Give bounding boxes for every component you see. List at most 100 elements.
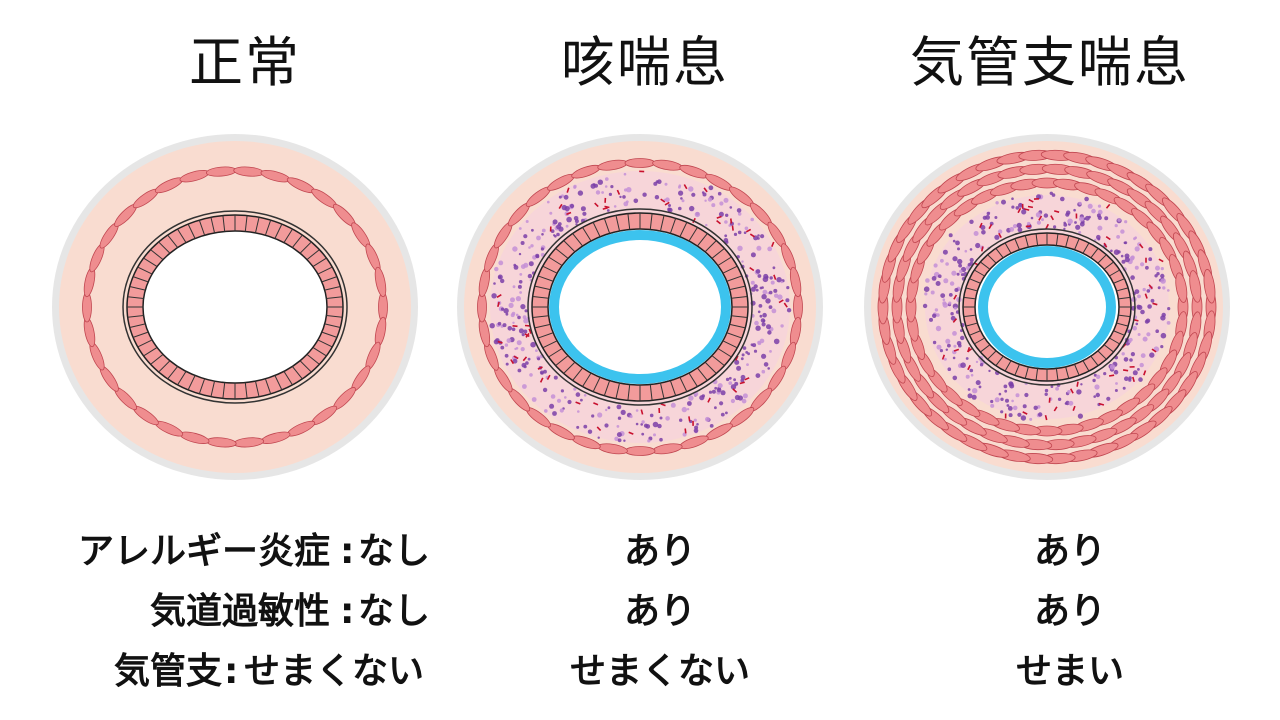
inflammatory-cell [590, 183, 596, 189]
inflammatory-cell [597, 436, 600, 439]
inflammation-mark [773, 274, 777, 280]
inflammatory-cell [1139, 362, 1144, 368]
epithelial-cell-divider [534, 285, 551, 291]
inflammatory-cell [641, 420, 645, 424]
epithelial-cell-divider [291, 366, 303, 380]
inflammatory-cell [711, 203, 716, 208]
inflammatory-cell [573, 184, 577, 189]
inflammatory-cell [616, 425, 620, 428]
inflammatory-cell [1003, 384, 1008, 389]
inflammatory-cell [734, 394, 740, 401]
epithelial-cell-divider [963, 296, 976, 300]
inflammatory-cell [623, 172, 627, 176]
inflammatory-cell [1009, 227, 1015, 232]
inflammatory-cell [1085, 215, 1090, 221]
inflammatory-cell [1160, 273, 1165, 279]
inflammatory-cell [1140, 309, 1145, 315]
inflammation-mark [998, 232, 1002, 238]
inflammatory-cell [682, 432, 687, 437]
inflammatory-cell [969, 257, 974, 263]
inflammatory-cell [737, 230, 742, 235]
inflammatory-cell [1036, 194, 1041, 200]
inflammation-mark [539, 377, 544, 383]
epithelial-cell-divider [722, 340, 738, 349]
inflammatory-cell [760, 234, 765, 239]
inflammation-mark [1105, 236, 1111, 241]
epithelial-cell-divider [1109, 269, 1120, 277]
inflammatory-cell [705, 223, 708, 227]
epithelial-cell-divider [317, 266, 333, 275]
inflammatory-cell [597, 412, 603, 418]
inflammatory-cell [629, 414, 633, 419]
cough-asthma-airway-diagram [457, 134, 823, 480]
epithelial-cell-divider [1118, 296, 1131, 300]
inflammatory-cell [512, 285, 516, 289]
inflammatory-cell [773, 338, 780, 345]
inflammatory-cell [1137, 368, 1140, 371]
inflammatory-cell [1095, 374, 1101, 379]
inflammatory-cell [734, 381, 739, 386]
inflammatory-cell [1157, 286, 1161, 290]
inflammatory-cell [742, 346, 747, 350]
inflammatory-cell [1021, 209, 1027, 215]
epithelial-cell-divider [711, 355, 725, 366]
inflammation-mark [1069, 388, 1074, 394]
inflammatory-cell [929, 317, 933, 322]
epithelial-cell-divider [1082, 360, 1090, 372]
inflammatory-cell [719, 201, 724, 206]
inflammatory-cell [1076, 389, 1082, 395]
inflammation-mark [1076, 381, 1079, 387]
inflammatory-cell [959, 269, 963, 274]
inflammatory-cell [641, 432, 645, 436]
inflammatory-cell [610, 185, 614, 189]
inflammatory-cell [678, 190, 684, 196]
inflammatory-cell [994, 216, 998, 219]
inflammatory-cell [493, 282, 496, 285]
bronchial-asthma-allergy-value: あり [1033, 531, 1106, 572]
inflammatory-cell [559, 408, 564, 413]
inflammatory-cell [725, 240, 729, 244]
inflammatory-cell [750, 252, 756, 258]
normal-hyperresponsiveness-value: なし [358, 591, 431, 632]
inflammatory-cell [635, 409, 639, 412]
inflammatory-cell [1057, 397, 1062, 401]
inflammatory-cell [956, 341, 962, 346]
inflammatory-cell [515, 313, 519, 317]
inflammatory-cell [1123, 241, 1127, 245]
inflammatory-cell [723, 197, 729, 203]
inflammatory-cell [1012, 405, 1018, 411]
inflammatory-cell [1004, 389, 1008, 393]
inflammatory-cell [1160, 278, 1166, 284]
inflammatory-cell [699, 395, 705, 401]
inflammatory-cell [955, 240, 960, 246]
inflammation-mark [941, 354, 946, 360]
epithelial-cell-divider [177, 371, 187, 386]
inflammatory-cell [995, 201, 999, 205]
inflammation-mark [1103, 242, 1108, 248]
inflammatory-cell [925, 278, 930, 283]
inflammatory-cell [502, 323, 507, 328]
inflammatory-cell [1123, 357, 1129, 362]
epithelial-cell-divider [1024, 235, 1029, 248]
inflammatory-cell [1065, 212, 1070, 217]
inflammatory-cell [693, 418, 697, 422]
inflammatory-cell [536, 235, 541, 241]
inflammatory-cell [1155, 265, 1160, 271]
inflammatory-cell [518, 227, 522, 230]
inflammatory-cell [707, 197, 713, 202]
epithelial-cell-divider [129, 323, 146, 328]
inflammatory-cell [741, 398, 747, 404]
inflammatory-cell [953, 344, 957, 348]
inflammatory-cell [527, 273, 533, 279]
inflammatory-cell [606, 209, 610, 212]
inflammatory-cell [549, 403, 555, 409]
inflammatory-cell [1138, 377, 1143, 382]
epithelial-cell-divider [1118, 314, 1131, 318]
epithelial-cell-divider [137, 266, 153, 275]
epithelial-cell-divider [1090, 355, 1099, 367]
inflammation-mark [1148, 284, 1153, 290]
inflammatory-cell [759, 314, 763, 318]
smooth-muscle-cell [624, 158, 656, 168]
inflammatory-cell [750, 217, 754, 222]
inflammatory-cell [523, 329, 528, 334]
